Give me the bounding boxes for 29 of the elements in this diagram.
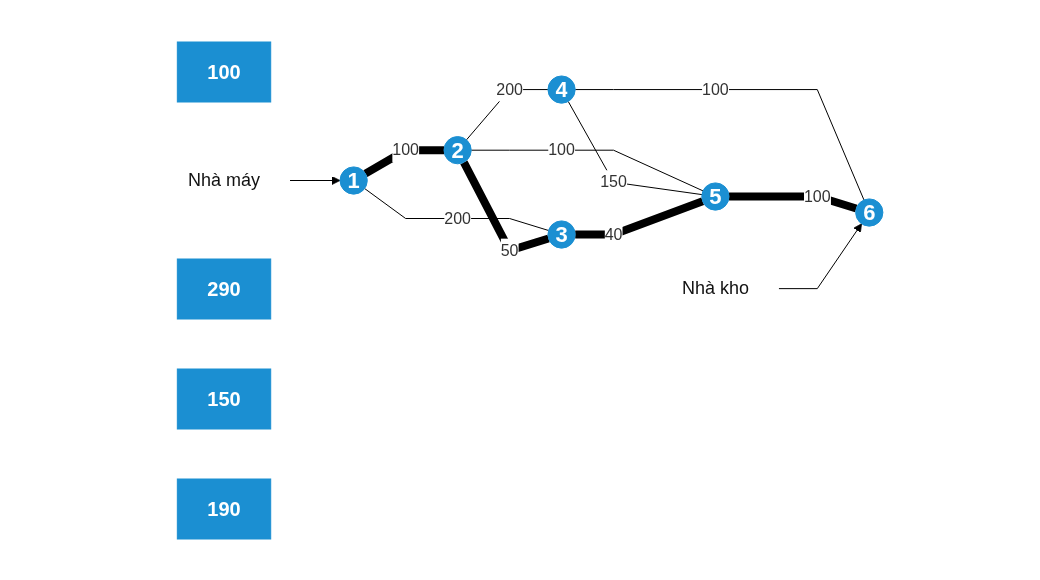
edge-label: 200 — [443, 209, 471, 226]
arrow — [289, 175, 340, 185]
connector — [363, 187, 549, 231]
node-box: 290 — [176, 258, 271, 319]
node-circle: 1 — [339, 165, 368, 195]
node-circle: 3 — [547, 219, 576, 249]
edge-label: 50 — [500, 241, 519, 258]
arrow — [778, 222, 862, 289]
edge-label: 200 — [495, 80, 523, 98]
node-circle: 2 — [443, 135, 472, 164]
connector — [574, 197, 704, 238]
connector — [567, 100, 702, 195]
edge-label: 100 — [803, 187, 831, 204]
edge-label: 100 — [701, 80, 729, 98]
node-circle: 5 — [700, 181, 730, 211]
edge-label: 100 — [391, 140, 419, 158]
node-text: Nhà máy — [187, 169, 260, 190]
connector — [470, 149, 704, 191]
edge-label: 150 — [599, 172, 627, 190]
node-box: 100 — [176, 41, 271, 102]
node-circle: 6 — [854, 197, 883, 227]
node-circle: 4 — [547, 74, 576, 104]
node-box: 150 — [176, 368, 271, 429]
connector — [574, 88, 864, 200]
edge-label: 100 — [547, 140, 575, 158]
node-box: 190 — [176, 478, 271, 539]
connector — [459, 159, 550, 255]
node-text: Nhà kho — [681, 277, 749, 298]
edge-label: 40 — [604, 225, 622, 242]
